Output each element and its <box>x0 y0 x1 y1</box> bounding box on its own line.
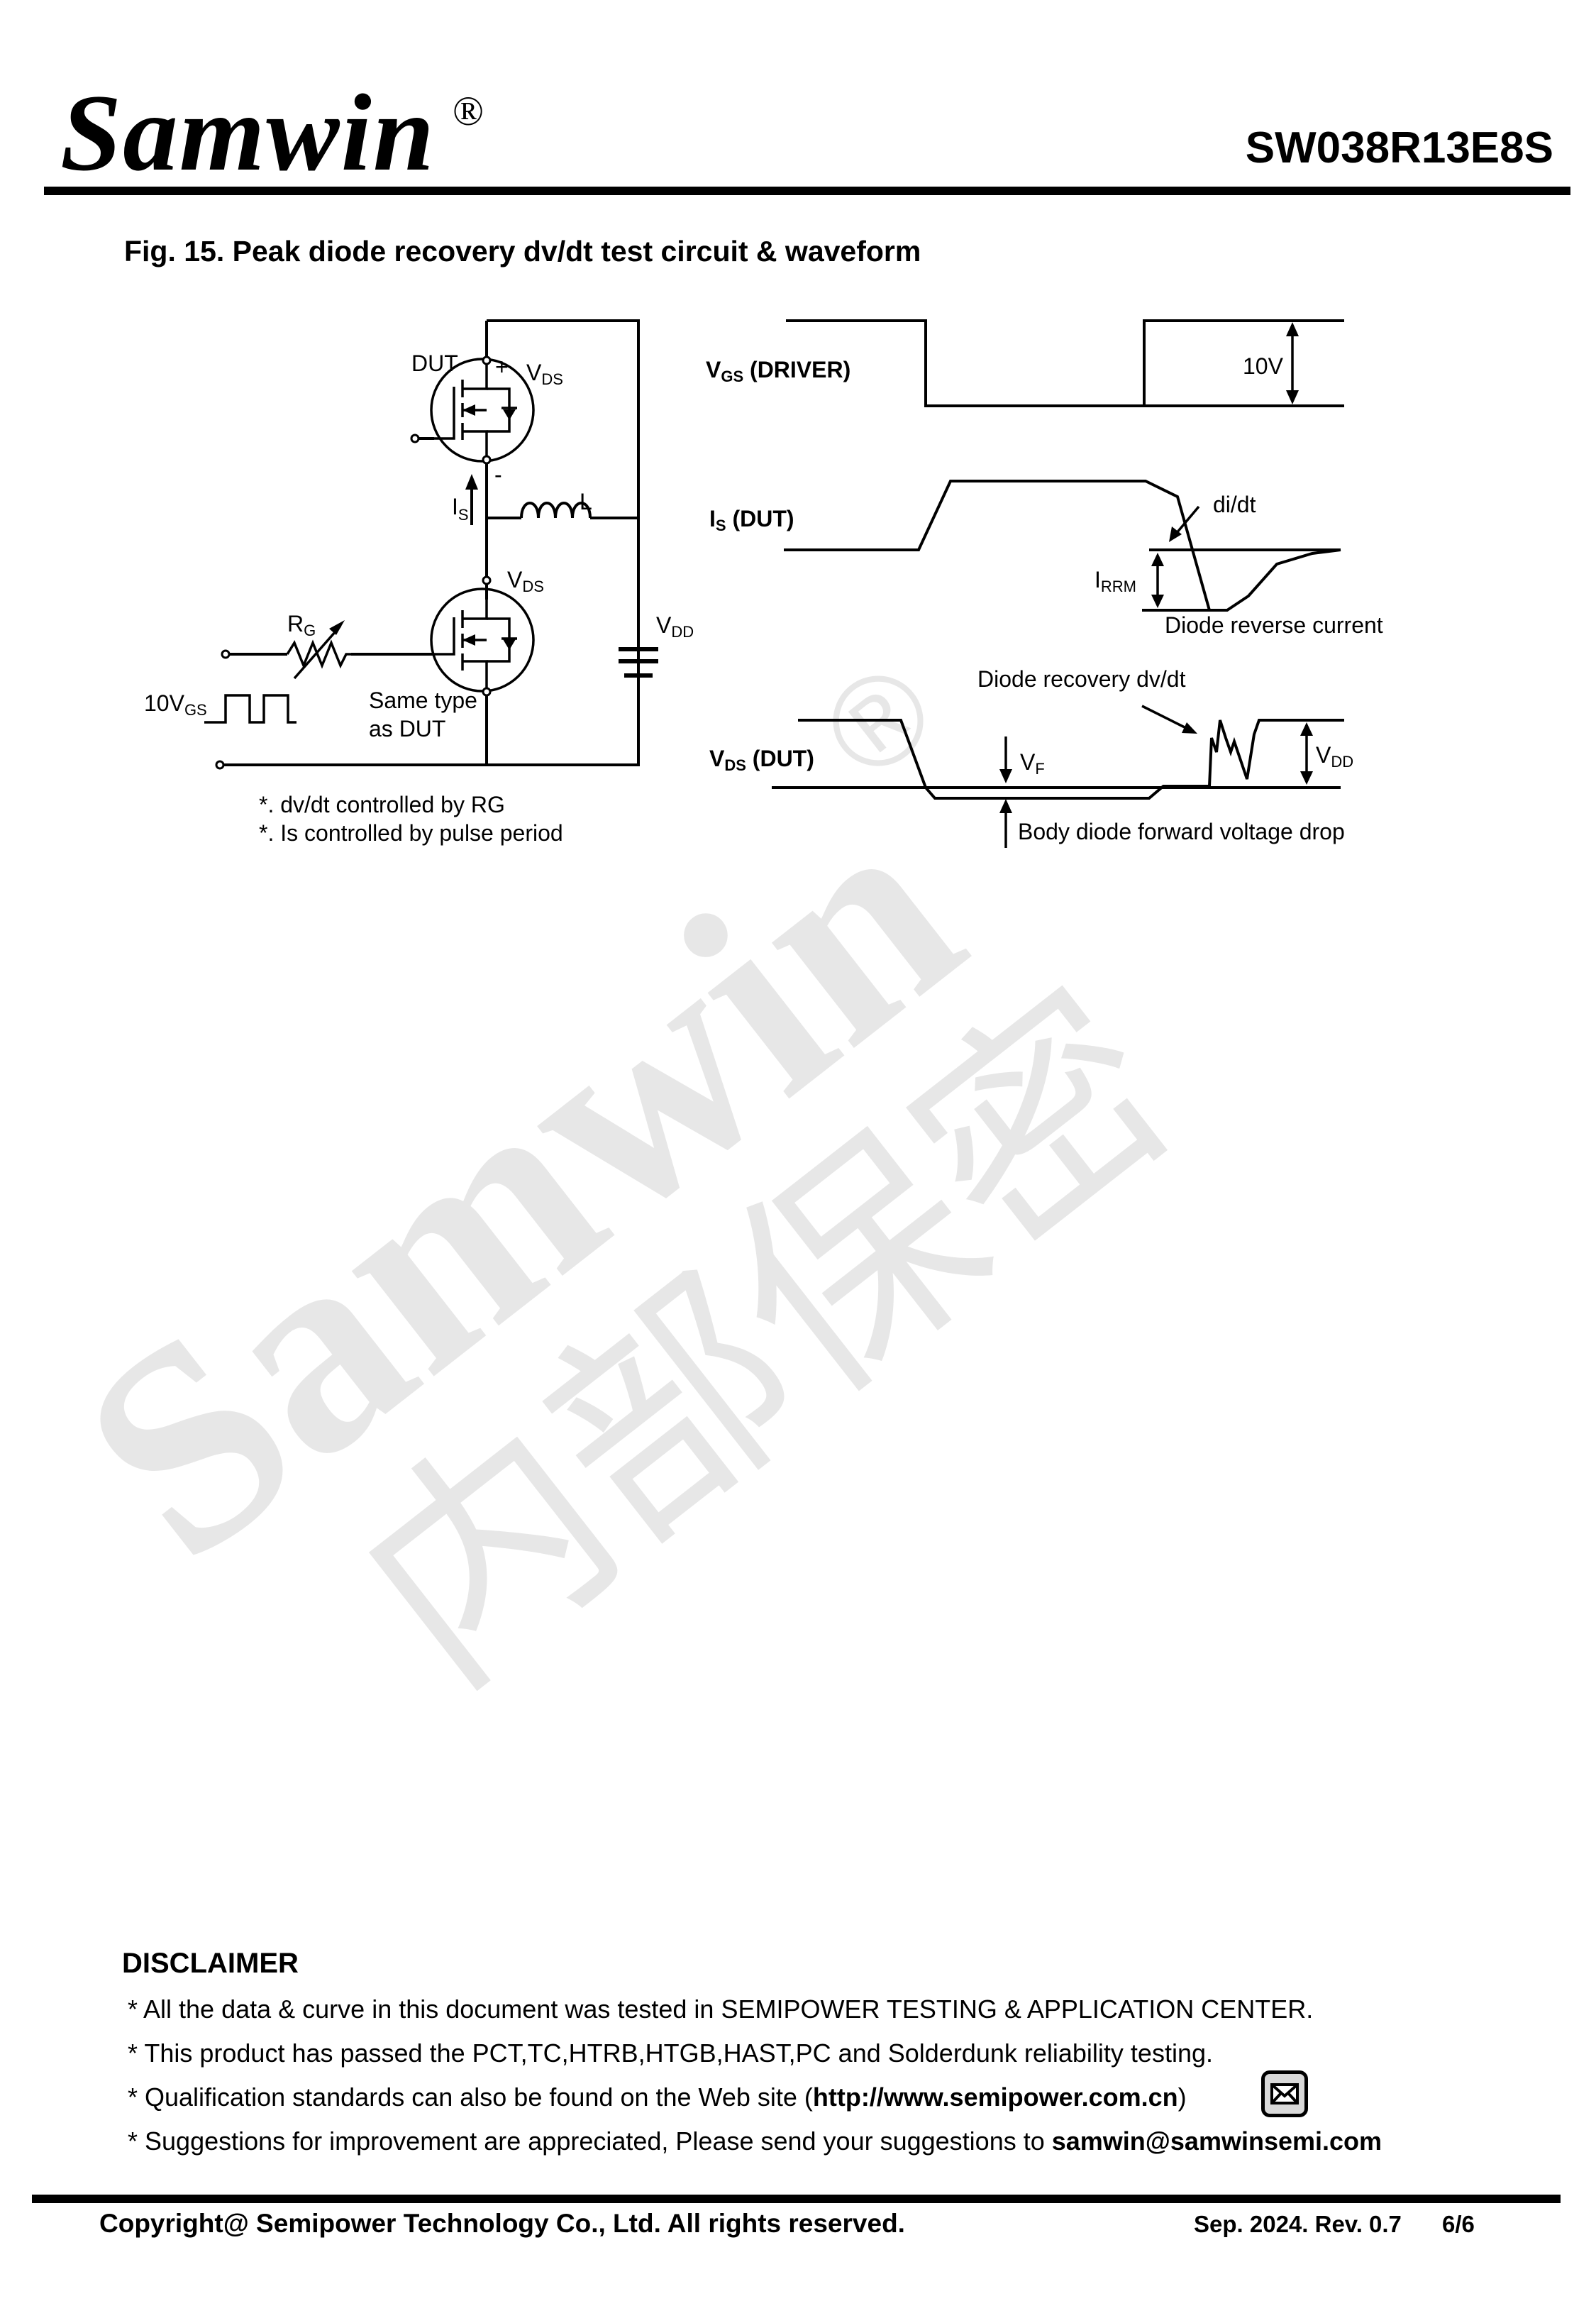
disclaimer-title: DISCLAIMER <box>122 1948 299 1979</box>
minus-sign: - <box>494 462 502 487</box>
svg-text:VDD: VDD <box>1316 742 1353 771</box>
vds-bottom-label: V <box>507 567 523 592</box>
inductor-label: L <box>580 489 592 514</box>
vgs-label-rest: (DRIVER) <box>743 357 850 382</box>
disclaimer-line-2: * This product has passed the PCT,TC,HTR… <box>128 2039 1213 2068</box>
envelope-glyph <box>1270 2083 1299 2104</box>
plus-sign: + <box>495 354 509 380</box>
copyright-text: Copyright@ Semipower Technology Co., Ltd… <box>99 2209 905 2238</box>
vf-sub: F <box>1035 760 1044 778</box>
didt-label: di/dt <box>1213 492 1256 517</box>
svg-text:10VGS: 10VGS <box>144 690 207 719</box>
part-number: SW038R13E8S <box>1245 123 1553 172</box>
vf-label: V <box>1020 749 1036 775</box>
disclaimer-line-4: * Suggestions for improvement are apprec… <box>128 2126 1382 2156</box>
same-type-line1: Same type <box>369 688 477 713</box>
is-label: I <box>452 494 458 519</box>
vdd-wave-label: V <box>1316 742 1331 768</box>
svg-text:VDS: VDS <box>507 567 544 595</box>
note-is: *. Is controlled by pulse period <box>259 820 563 846</box>
svg-text:VDS: VDS <box>526 360 563 388</box>
note-dvdt: *. dv/dt controlled by RG <box>259 792 505 817</box>
disclaimer-line-3: * Qualification standards can also be fo… <box>128 2082 1187 2112</box>
page-number: 6/6 <box>1442 2211 1475 2237</box>
svg-text:RG: RG <box>287 611 316 639</box>
svg-text:IS: IS <box>452 494 469 524</box>
reverse-current-label: Diode reverse current <box>1165 612 1383 638</box>
vds-wave-rest: (DUT) <box>746 746 814 771</box>
is-sub: S <box>458 506 469 524</box>
svg-text:VGS (DRIVER): VGS (DRIVER) <box>706 357 850 385</box>
registered-mark: ® <box>453 88 484 134</box>
disclaimer-line-3-prefix: * Qualification standards can also be fo… <box>128 2082 813 2112</box>
revision-date: Sep. 2024. Rev. 0.7 <box>1194 2211 1402 2237</box>
dut-label: DUT <box>411 351 458 376</box>
vds-top-label: V <box>526 360 542 385</box>
forward-drop-label: Body diode forward voltage drop <box>1018 819 1345 844</box>
svg-text:VDS (DUT): VDS (DUT) <box>709 746 814 774</box>
is-wave-sub: S <box>716 517 726 534</box>
svg-text:IS (DUT): IS (DUT) <box>709 506 794 534</box>
vdd-label: V <box>656 612 672 638</box>
vds-top-sub: DS <box>541 370 563 388</box>
email-link[interactable]: samwin@samwinsemi.com <box>1051 2126 1382 2156</box>
footer-rule <box>32 2195 1561 2203</box>
disclaimer-line-4-prefix: * Suggestions for improvement are apprec… <box>128 2126 1052 2156</box>
irrm-sub: RRM <box>1101 578 1136 595</box>
disclaimer-line-3-suffix: ) <box>1177 2082 1187 2112</box>
vgs-source-sub: GS <box>184 701 207 719</box>
rg-sub: G <box>304 622 316 639</box>
brand-logo: Samwin <box>60 72 436 194</box>
vgs-label-sub: GS <box>721 368 743 385</box>
vdd-sub: DD <box>671 623 694 641</box>
vgs-label: V <box>706 357 721 382</box>
recovery-dvdt-label: Diode recovery dv/dt <box>977 666 1186 692</box>
svg-text:IRRM: IRRM <box>1095 567 1136 595</box>
vgs-amplitude: 10V <box>1243 353 1284 379</box>
vgs-source-label: 10V <box>144 690 185 716</box>
rg-label: R <box>287 611 304 636</box>
disclaimer-line-1: * All the data & curve in this document … <box>128 1995 1314 2024</box>
svg-text:VDD: VDD <box>656 612 694 641</box>
irrm-label: I <box>1095 567 1101 592</box>
figure-title: Fig. 15. Peak diode recovery dv/dt test … <box>124 235 921 267</box>
is-wave-label: I <box>709 506 716 531</box>
vds-wave-label: V <box>709 746 725 771</box>
header-rule <box>44 187 1570 195</box>
website-link[interactable]: http://www.semipower.com.cn <box>812 2082 1178 2112</box>
vdd-wave-sub: DD <box>1331 753 1353 771</box>
is-wave-rest: (DUT) <box>726 506 794 531</box>
mail-icon[interactable] <box>1261 2070 1308 2117</box>
same-type-line2: as DUT <box>369 716 445 741</box>
vds-wave-sub: DS <box>724 756 746 774</box>
svg-text:VF: VF <box>1020 749 1045 778</box>
vds-bottom-sub: DS <box>522 578 544 595</box>
